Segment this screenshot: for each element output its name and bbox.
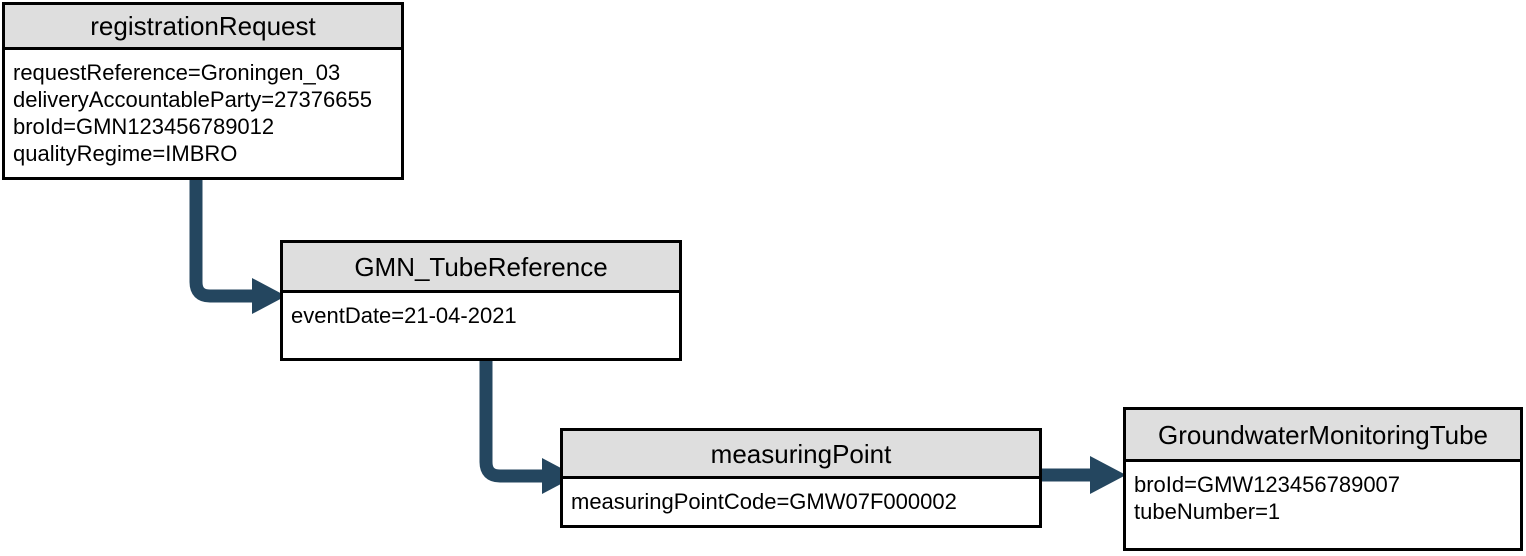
uml-node-attributes: measuringPointCode=GMW07F000002 xyxy=(563,479,1039,525)
uml-attribute: deliveryAccountableParty=27376655 xyxy=(13,87,372,112)
uml-attribute: eventDate=21-04-2021 xyxy=(291,303,517,328)
uml-node-attributes: broId=GMW123456789007 tubeNumber=1 xyxy=(1126,462,1520,548)
uml-node-title: measuringPoint xyxy=(563,431,1039,479)
uml-node-measuringpoint[interactable]: measuringPoint measuringPointCode=GMW07F… xyxy=(560,428,1042,528)
uml-node-attributes: requestReference=Groningen_03 deliveryAc… xyxy=(5,50,401,177)
uml-node-groundwatermonitoringtube[interactable]: GroundwaterMonitoringTube broId=GMW12345… xyxy=(1123,407,1523,551)
uml-attribute: tubeNumber=1 xyxy=(1134,499,1281,524)
uml-node-attributes: eventDate=21-04-2021 xyxy=(283,293,679,358)
uml-node-registrationrequest[interactable]: registrationRequest requestReference=Gro… xyxy=(2,2,404,180)
uml-attribute: broId=GMW123456789007 xyxy=(1134,472,1401,497)
uml-attribute: requestReference=Groningen_03 xyxy=(13,60,341,85)
uml-node-title: registrationRequest xyxy=(5,5,401,50)
uml-attribute: measuringPointCode=GMW07F000002 xyxy=(571,489,957,514)
uml-attribute: broId=GMN123456789012 xyxy=(13,114,275,139)
uml-node-gmn-tubereference[interactable]: GMN_TubeReference eventDate=21-04-2021 xyxy=(280,240,682,361)
uml-node-title: GMN_TubeReference xyxy=(283,243,679,293)
uml-node-title: GroundwaterMonitoringTube xyxy=(1126,410,1520,462)
uml-attribute: qualityRegime=IMBRO xyxy=(13,141,238,166)
